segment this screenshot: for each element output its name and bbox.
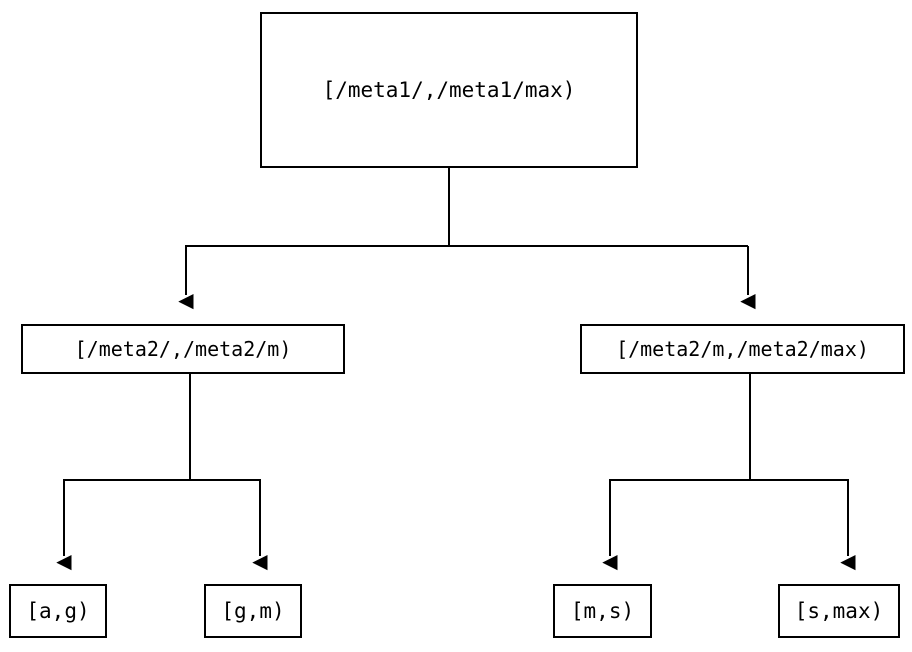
node-leaf-m-s[interactable]: [m,s) bbox=[553, 584, 652, 638]
node-root-label: [/meta1/,/meta1/max) bbox=[322, 77, 576, 102]
node-mid-left[interactable]: [/meta2/,/meta2/m) bbox=[21, 324, 345, 374]
node-leaf-g-m[interactable]: [g,m) bbox=[204, 584, 302, 638]
node-leaf-a-g[interactable]: [a,g) bbox=[9, 584, 107, 638]
node-leaf-s-max-label: [s,max) bbox=[794, 598, 884, 623]
node-leaf-m-s-label: [m,s) bbox=[570, 598, 635, 623]
node-root[interactable]: [/meta1/,/meta1/max) bbox=[260, 12, 638, 168]
node-leaf-a-g-label: [a,g) bbox=[26, 598, 90, 623]
node-mid-left-label: [/meta2/,/meta2/m) bbox=[74, 337, 292, 361]
node-mid-right[interactable]: [/meta2/m,/meta2/max) bbox=[580, 324, 905, 374]
node-leaf-s-max[interactable]: [s,max) bbox=[778, 584, 900, 638]
node-leaf-g-m-label: [g,m) bbox=[221, 598, 285, 623]
node-mid-right-label: [/meta2/m,/meta2/max) bbox=[616, 337, 869, 361]
